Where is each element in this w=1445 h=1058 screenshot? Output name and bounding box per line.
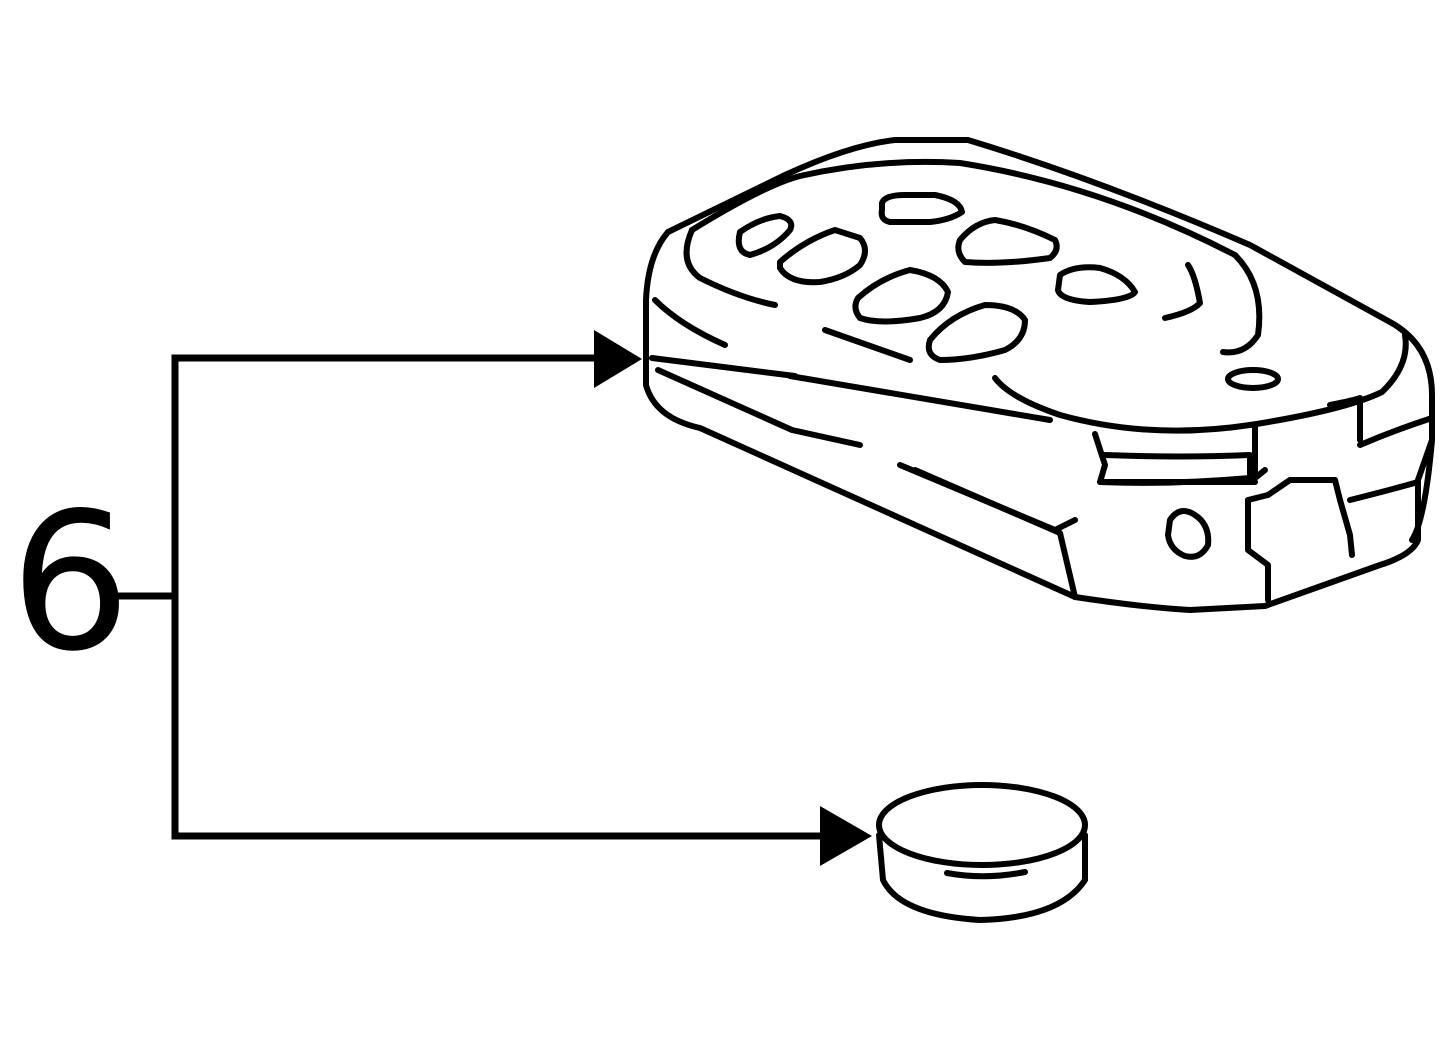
leader-lines (117, 354, 822, 840)
arrow-to-key-fob (594, 330, 642, 388)
coin-battery-icon (876, 782, 1088, 923)
arrow-to-battery (820, 806, 872, 866)
callout-number: 6 (10, 472, 131, 693)
key-fob-transmitter-icon (643, 137, 1435, 613)
bracket-line (171, 354, 822, 840)
